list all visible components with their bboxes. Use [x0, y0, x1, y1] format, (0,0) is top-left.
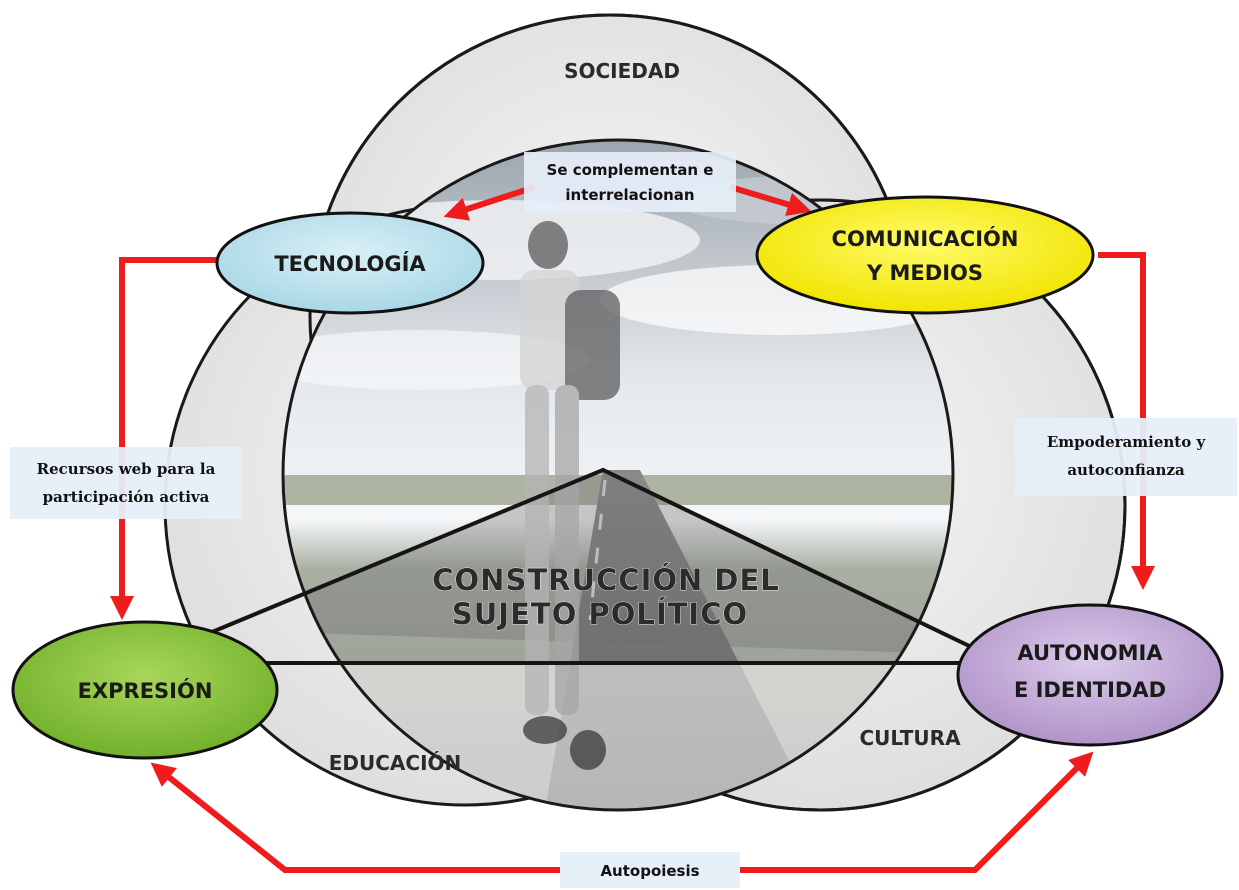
node-autonomia: AUTONOMIA E IDENTIDAD — [956, 603, 1224, 747]
node-comunicacion-label-line2: Y MEDIOS — [866, 261, 983, 285]
node-comunicacion-label-line1: COMUNICACIÓN — [832, 226, 1019, 251]
box-complementan-line2: interrelacionan — [565, 186, 694, 204]
box-recursos-line1: Recursos web para la — [37, 460, 216, 478]
label-sociedad: SOCIEDAD — [564, 59, 680, 83]
construction-triangle — [211, 467, 990, 665]
arrow-autopoiesis-to-expresion — [150, 762, 560, 873]
walking-person-figure — [520, 221, 620, 770]
arrow-to-comunicacion — [729, 184, 812, 217]
box-recursos-line2: participación activa — [43, 488, 210, 506]
arrow-autopoiesis-to-autonomia — [740, 751, 1094, 873]
label-cultura: CULTURA — [859, 726, 961, 750]
box-empoderamiento-line1: Empoderamiento y — [1047, 433, 1207, 451]
box-complementan: Se complementan e interrelacionan — [524, 152, 736, 212]
node-autonomia-label-line2: E IDENTIDAD — [1014, 678, 1166, 702]
node-comunicacion: COMUNICACIÓN Y MEDIOS — [755, 195, 1095, 315]
box-autopoiesis: Autopoiesis — [560, 852, 740, 888]
box-complementan-line1: Se complementan e — [547, 161, 714, 179]
center-title-line2: SUJETO POLÍTICO — [452, 597, 748, 631]
node-expresion-label: EXPRESIÓN — [78, 678, 213, 703]
box-autopoiesis-label: Autopoiesis — [600, 862, 699, 880]
center-title-line1: CONSTRUCCIÓN DEL — [432, 563, 780, 597]
box-empoderamiento: Empoderamiento y autoconfianza — [1015, 418, 1237, 496]
node-tecnologia: TECNOLOGÍA — [215, 211, 485, 315]
box-recursos: Recursos web para la participación activ… — [10, 447, 242, 519]
node-autonomia-label-line1: AUTONOMIA — [1017, 641, 1163, 665]
arrow-to-tecnologia — [443, 184, 536, 221]
node-expresion: EXPRESIÓN — [11, 620, 279, 760]
node-tecnologia-label: TECNOLOGÍA — [274, 251, 426, 276]
box-empoderamiento-line2: autoconfianza — [1067, 461, 1185, 479]
label-educacion: EDUCACIÓN — [329, 751, 462, 775]
